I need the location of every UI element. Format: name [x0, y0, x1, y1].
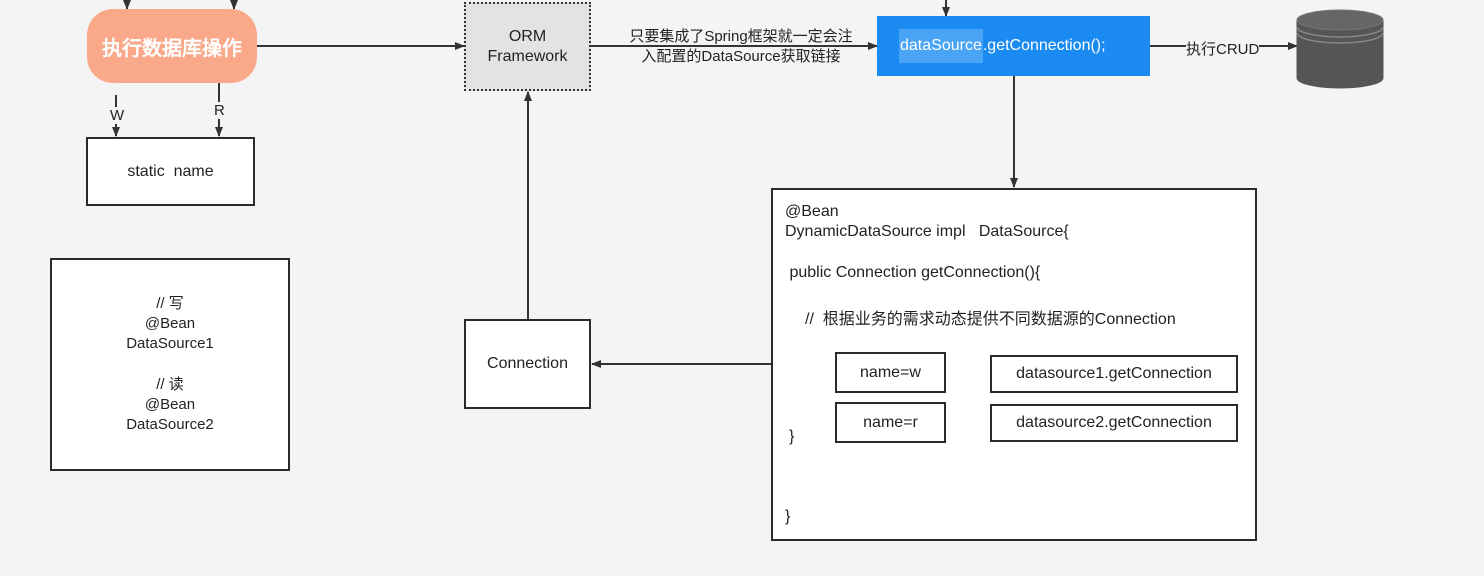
write-bean: @Bean — [144, 315, 196, 332]
orm-label-line2: Framework — [487, 47, 568, 65]
class-close-brace: } — [785, 508, 791, 525]
orm-label-line1: ORM — [508, 27, 547, 45]
static-name-label: static name — [127, 162, 214, 180]
orm-edge-note: 只要集成了Spring框架就一定会注 入配置的DataSource获取链接 — [604, 27, 878, 67]
connection-label: Connection — [487, 355, 568, 372]
write-datasource-name: DataSource1 — [126, 335, 214, 352]
class-declaration: DynamicDataSource impl DataSource{ — [785, 223, 1069, 240]
routing-comment: // 根据业务的需求动态提供不同数据源的Connection — [805, 311, 1176, 328]
db-operation-node: 执行数据库操作 — [87, 9, 257, 83]
method-close-brace: } — [789, 428, 795, 445]
read-bean: @Bean — [144, 396, 196, 413]
bean-annotation: @Bean — [785, 203, 839, 220]
read-edge-label: R — [212, 102, 227, 119]
route-target-label: datasource1.getConnection — [1016, 365, 1212, 382]
method-declaration: public Connection getConnection(){ — [785, 264, 1041, 281]
route-condition-label: name=w — [860, 363, 921, 381]
database-cylinder-icon — [1296, 9, 1384, 89]
route-condition-w: name=w — [835, 352, 946, 393]
write-edge-label: W — [108, 107, 127, 124]
read-comment: // 读 — [156, 376, 184, 393]
connection-node: Connection — [464, 319, 591, 409]
get-connection-node: dataSource.getConnection(); — [877, 16, 1150, 76]
route-target-datasource1: datasource1.getConnection — [990, 355, 1238, 393]
crud-edge-label: 执行CRUD — [1186, 38, 1260, 59]
get-connection-highlight: dataSource — [899, 29, 983, 63]
db-operation-label: 执行数据库操作 — [102, 37, 242, 60]
datasources-node: // 写 @Bean DataSource1 // 读 @Bean DataSo… — [50, 258, 290, 471]
read-datasource-name: DataSource2 — [126, 416, 214, 433]
static-name-node: static name — [86, 137, 255, 206]
route-condition-r: name=r — [835, 402, 946, 443]
write-comment: // 写 — [156, 295, 184, 312]
get-connection-rest: .getConnection(); — [982, 37, 1106, 54]
route-condition-label: name=r — [863, 413, 918, 431]
route-target-datasource2: datasource2.getConnection — [990, 404, 1238, 442]
orm-note-line2: 入配置的DataSource获取链接 — [641, 48, 841, 65]
route-target-label: datasource2.getConnection — [1016, 414, 1212, 431]
orm-framework-node: ORM Framework — [464, 2, 591, 91]
orm-note-line1: 只要集成了Spring框架就一定会注 — [629, 28, 853, 45]
